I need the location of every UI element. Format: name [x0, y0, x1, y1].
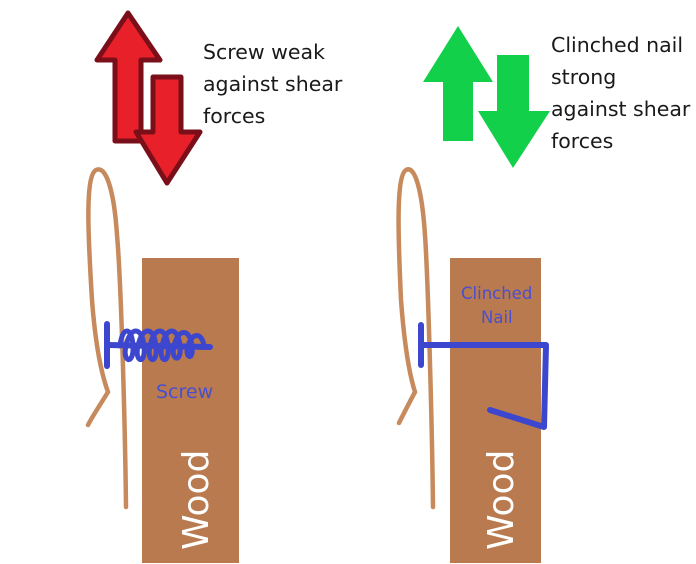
right-caption-line: Clinched nail — [551, 33, 684, 57]
wood-label: Wood — [176, 450, 217, 550]
right-caption-line: against shear — [551, 97, 691, 121]
left-caption-line: against shear — [203, 72, 343, 96]
right-caption: Clinched nail strong against shear force… — [551, 29, 690, 157]
left-caption-line: forces — [203, 104, 266, 128]
clinched-nail-label-line: Clinched — [461, 284, 533, 303]
shear-up-arrow-red — [94, 10, 163, 144]
clinched-nail — [418, 322, 549, 430]
screw — [104, 321, 213, 369]
shear-down-arrow-green — [478, 55, 550, 168]
hanger-cord — [396, 167, 436, 510]
right-caption-line: forces — [551, 129, 614, 153]
left-caption-line: Screw weak — [203, 40, 325, 64]
shear-down-arrow-red — [133, 74, 203, 186]
hanger-cord — [85, 167, 129, 510]
clinched-nail-label-line: Nail — [481, 308, 513, 327]
left-caption: Screw weak against shear forces — [203, 36, 342, 132]
right-caption-line: strong — [551, 65, 617, 89]
right-panel: Wood — [396, 26, 550, 563]
wood-label: Wood — [481, 450, 522, 550]
shear-up-arrow-green — [423, 26, 493, 141]
wood-block — [142, 258, 239, 563]
screw-thread — [117, 328, 207, 362]
left-panel: Wood — [85, 10, 239, 563]
screw-label: Screw — [156, 381, 214, 403]
